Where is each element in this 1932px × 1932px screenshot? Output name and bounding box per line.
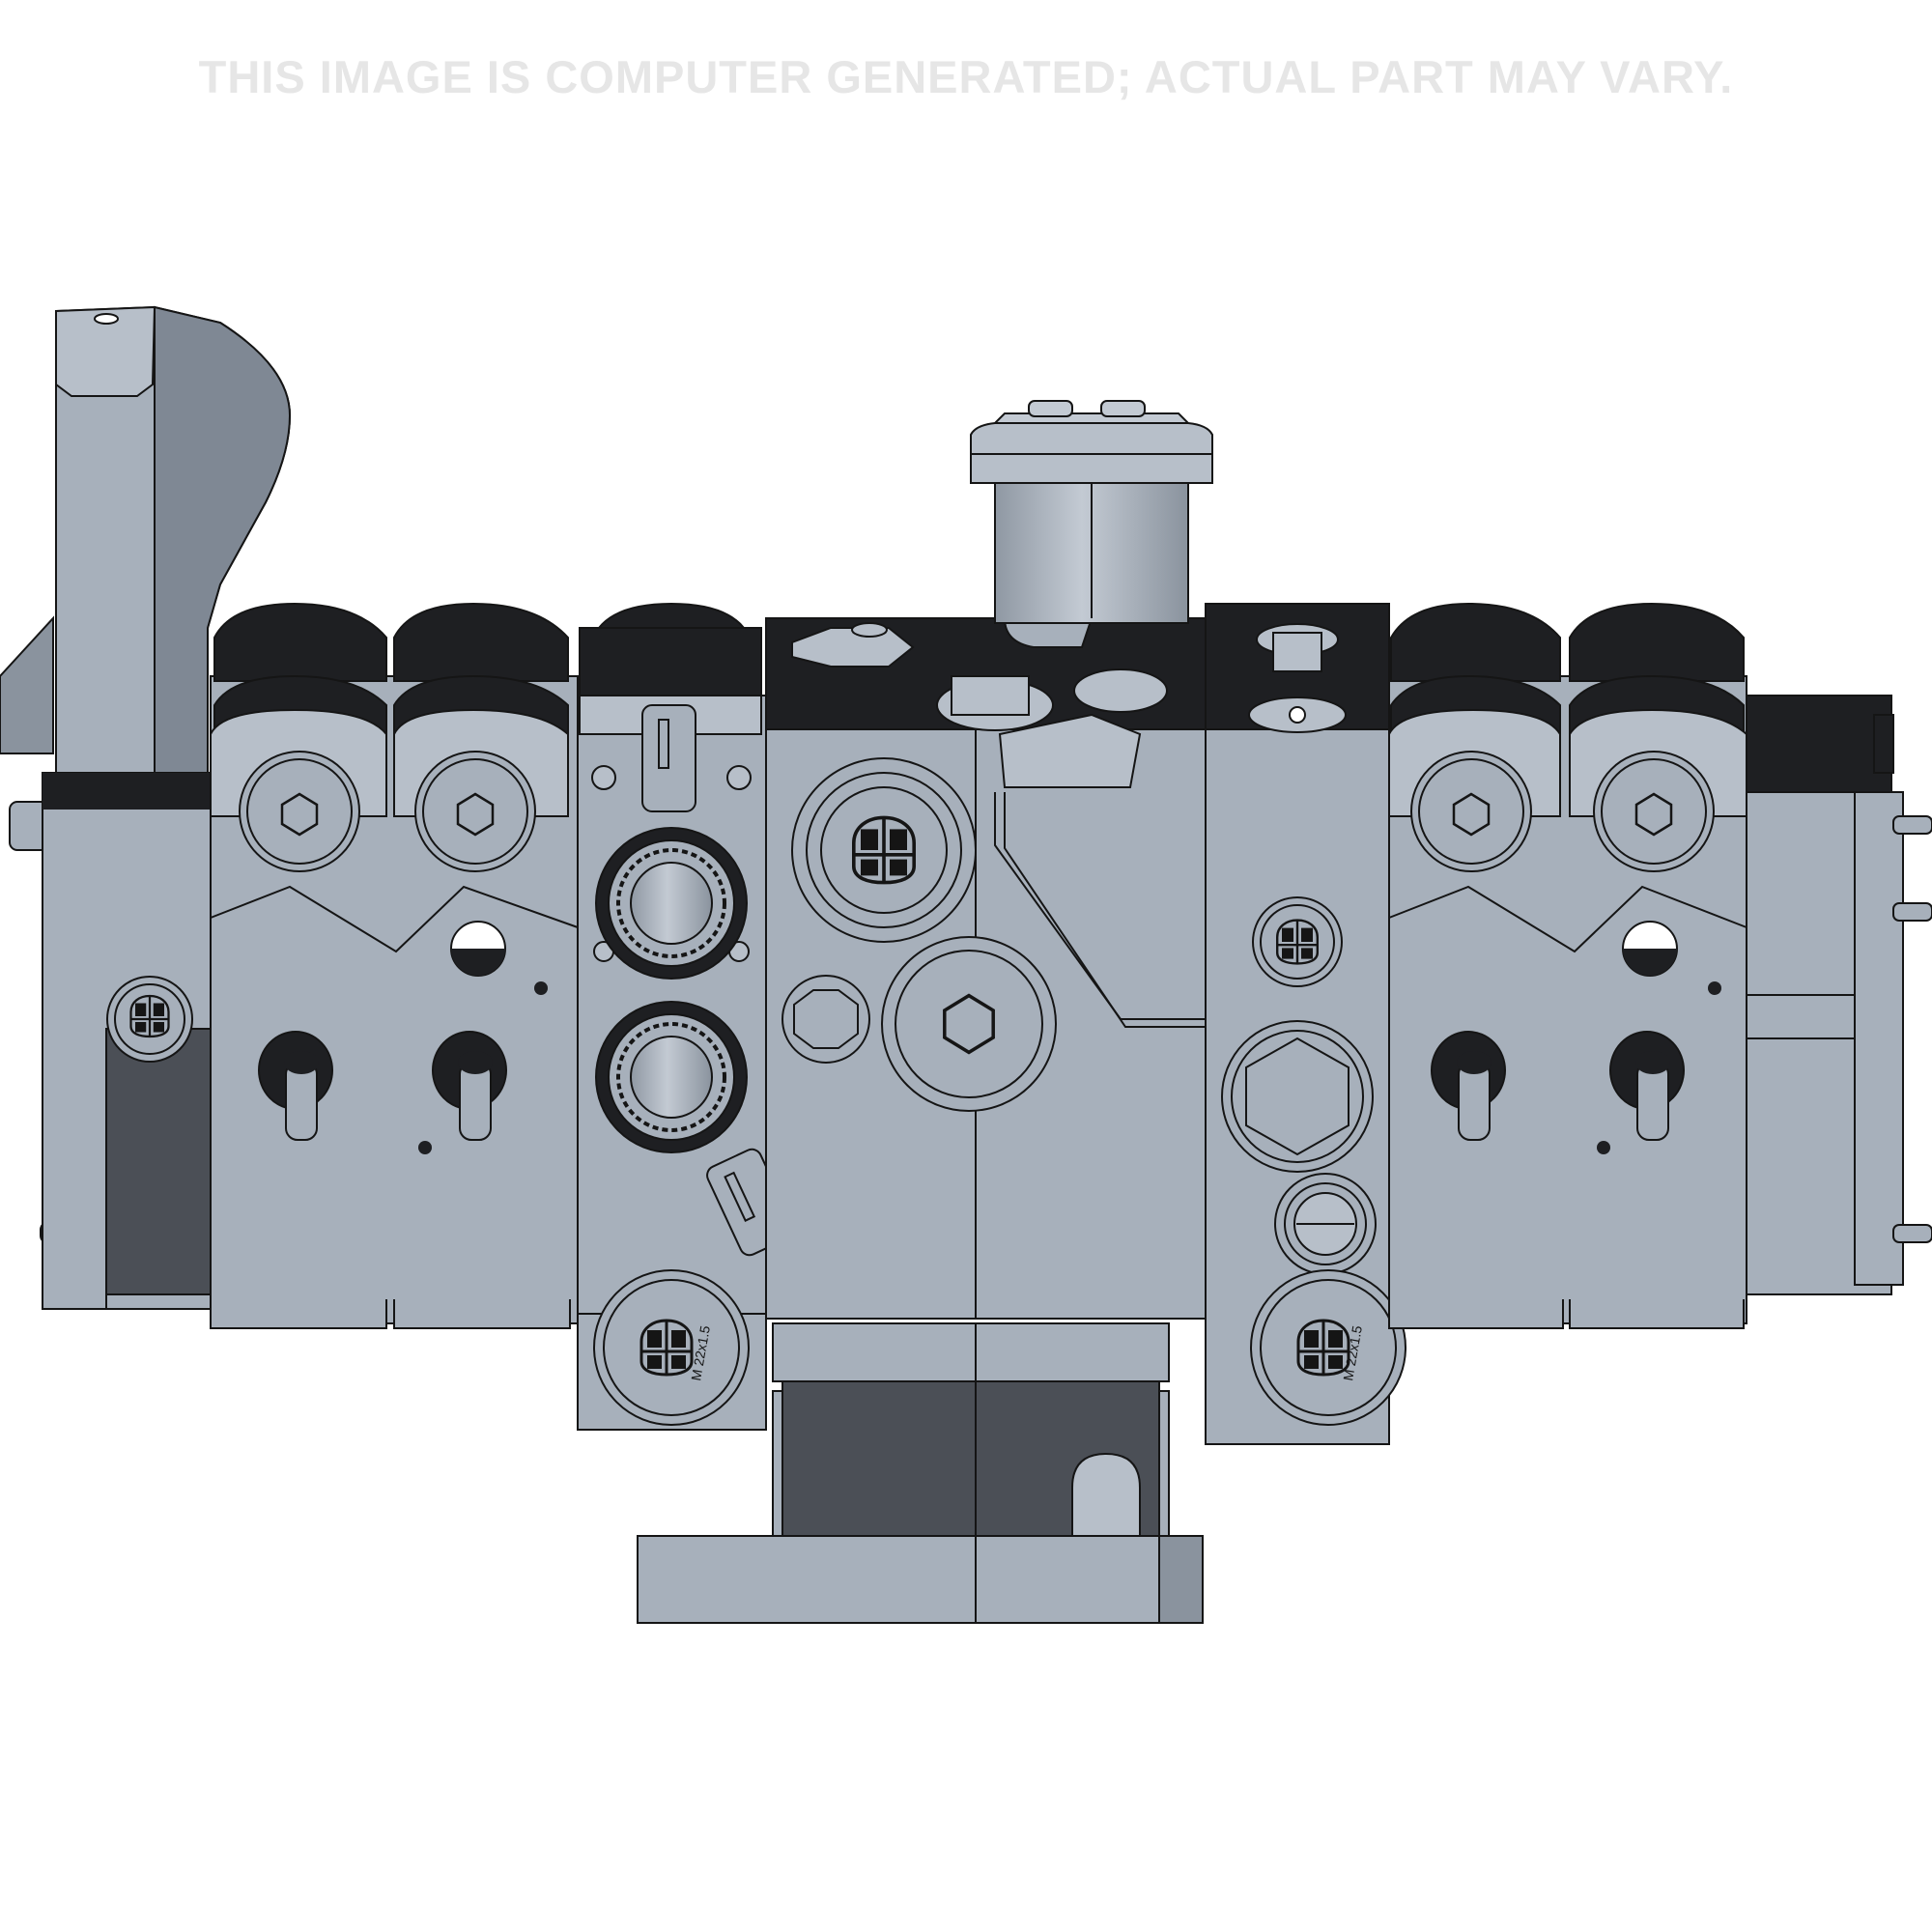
spool-section-left — [210, 602, 579, 1329]
central-inlet-body — [637, 617, 1207, 1624]
relief-cartridge — [970, 400, 1213, 648]
solenoid-column: M 22x1.5 — [577, 602, 796, 1431]
left-end-housing — [0, 305, 292, 1310]
right-valve-column: M 22x1.5 — [1205, 603, 1406, 1445]
disclaimer-watermark: THIS IMAGE IS COMPUTER GENERATED; ACTUAL… — [198, 51, 1734, 102]
spool-section-right — [1388, 602, 1747, 1329]
right-end-cover — [1746, 695, 1932, 1295]
